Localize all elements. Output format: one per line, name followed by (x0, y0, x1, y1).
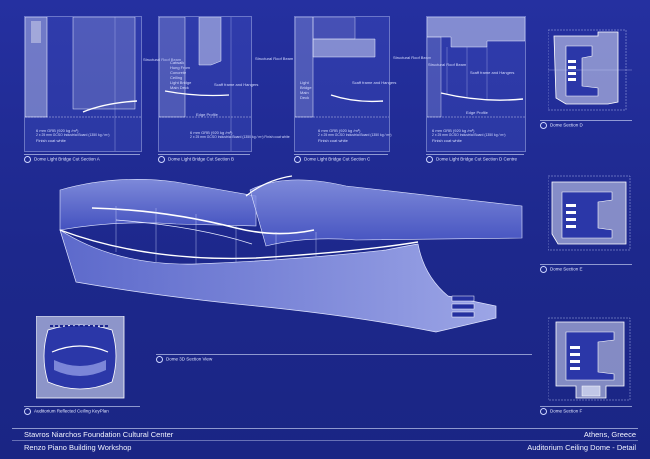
dome-section-e-caption-text: Dome Section E (550, 266, 583, 272)
section-a-caption-text: Dome Light Bridge Cut Section A (34, 156, 100, 162)
section-b-label-1: Catwalk Hung From Concrete Ceiling (170, 60, 191, 80)
main-view-caption: Dome 3D Section View (156, 356, 212, 363)
dome-section-d-caption: Dome Section D (540, 122, 583, 129)
section-d-centre-label-2: Edge Profile (466, 110, 488, 115)
section-b-rule (158, 154, 250, 155)
architect-name: Renzo Piano Building Workshop (24, 443, 132, 452)
section-c-panel (294, 16, 390, 152)
section-b-panel (158, 16, 252, 152)
keyplan-drawing (36, 316, 125, 399)
section-a-number-icon (24, 156, 31, 163)
section-a-label-0: Structural Roof Beam (143, 57, 181, 62)
section-a-label-1: 6 mm GRB (920 kg /m³) (36, 128, 79, 133)
dome-section-d-number-icon (540, 122, 547, 129)
dome-section-d-rule (540, 120, 632, 121)
project-location: Athens, Greece (583, 430, 636, 439)
keyplan-rule (24, 406, 140, 407)
main-view-rule (156, 354, 532, 355)
drawing-title: Auditorium Ceiling Dome - Detail (527, 443, 636, 452)
section-d-centre-label-4: 2 x 25 mm GCSO Industrial Board (1350 kg… (432, 133, 506, 137)
section-d-centre-label-3: 6 mm GRB (920 kg /m³) (432, 128, 475, 133)
section-a-panel (24, 16, 142, 152)
section-a-caption: Dome Light Bridge Cut Section A (24, 156, 100, 163)
dome-section-e-caption: Dome Section E (540, 266, 583, 273)
dome-section-d-caption-text: Dome Section D (550, 122, 583, 128)
dome-section-e-rule (540, 264, 632, 265)
section-c-label-5: Finish coat white (318, 138, 348, 143)
dome-section-f-drawing (548, 317, 631, 401)
main-view-caption-text: Dome 3D Section View (166, 356, 213, 362)
title-block-top-rule (12, 428, 638, 429)
section-c-label-4: 2 x 25 mm GCSO Industrial Board (1350 kg… (318, 133, 392, 137)
section-b-label-2: Light Bridge Main Deck (170, 80, 192, 90)
section-b-label-3: Scaff frame and Hangers (214, 82, 259, 87)
section-a-rule (24, 154, 140, 155)
dome-3d-section-view (59, 175, 523, 333)
dome-section-f-caption-text: Dome Section F (550, 408, 583, 414)
section-d-centre-drawing (426, 16, 526, 118)
section-b-number-icon (158, 156, 165, 163)
title-block: Stavros Niarchos Foundation Cultural Cen… (0, 428, 650, 459)
section-c-rule (294, 154, 388, 155)
section-b-label-5: 6 mm GRB (920 kg /m³) (190, 130, 233, 135)
main-view-number-icon (156, 356, 163, 363)
section-c-label-0: Structural Roof Beam (393, 55, 432, 60)
section-a-label-3: Finish coat white (36, 138, 66, 143)
keyplan-caption: Auditorium Reflected Ceiling KeyPlan (24, 408, 109, 415)
section-b-label-4: Edge Profile (196, 112, 218, 117)
section-c-number-icon (294, 156, 301, 163)
keyplan-caption-text: Auditorium Reflected Ceiling KeyPlan (34, 408, 109, 414)
section-c-label-1: Light Bridge Main Deck (300, 80, 312, 100)
dome-section-e-drawing (548, 175, 631, 251)
section-b-caption: Dome Light Bridge Cut Section B (158, 156, 234, 163)
keyplan-number-icon (24, 408, 31, 415)
title-block-mid-rule (12, 440, 638, 441)
dome-section-f-rule (540, 406, 632, 407)
section-b-drawing (158, 16, 251, 151)
section-c-drawing (294, 16, 389, 118)
section-a-drawing (24, 16, 141, 151)
section-d-centre-rule (426, 154, 524, 155)
section-d-centre-number-icon (426, 156, 433, 163)
section-c-caption: Dome Light Bridge Cut Section C (294, 156, 370, 163)
section-c-caption-text: Dome Light Bridge Cut Section C (304, 156, 371, 162)
section-b-label-6: 2 x 25 mm GCSO Industrial Board (1350 kg… (190, 135, 290, 139)
section-d-centre-caption: Dome Light Bridge Cut Section D Centre (426, 156, 517, 163)
section-a-label-2: 2 x 25 mm GCSO Industrial Board (1350 kg… (36, 133, 110, 137)
section-c-label-3: 6 mm GRB (920 kg /m³) (318, 128, 361, 133)
section-d-centre-caption-text: Dome Light Bridge Cut Section D Centre (436, 156, 518, 162)
section-d-centre-label-0: Structural Roof Beam (428, 62, 467, 67)
section-d-centre-label-5: Finish coat white (432, 138, 462, 143)
section-b-caption-text: Dome Light Bridge Cut Section B (168, 156, 235, 162)
dome-section-f-caption: Dome Section F (540, 408, 582, 415)
dome-section-e-number-icon (540, 266, 547, 273)
section-d-centre-panel (426, 16, 526, 152)
section-b-label-0: Structural Roof Beam (255, 56, 294, 61)
project-name: Stavros Niarchos Foundation Cultural Cen… (24, 430, 174, 439)
section-d-centre-label-1: Scaff frame and Hangers (470, 70, 515, 75)
dome-section-f-number-icon (540, 408, 547, 415)
dome-section-d-drawing (548, 29, 632, 111)
section-c-label-2: Scaff frame and Hangers (352, 80, 397, 85)
